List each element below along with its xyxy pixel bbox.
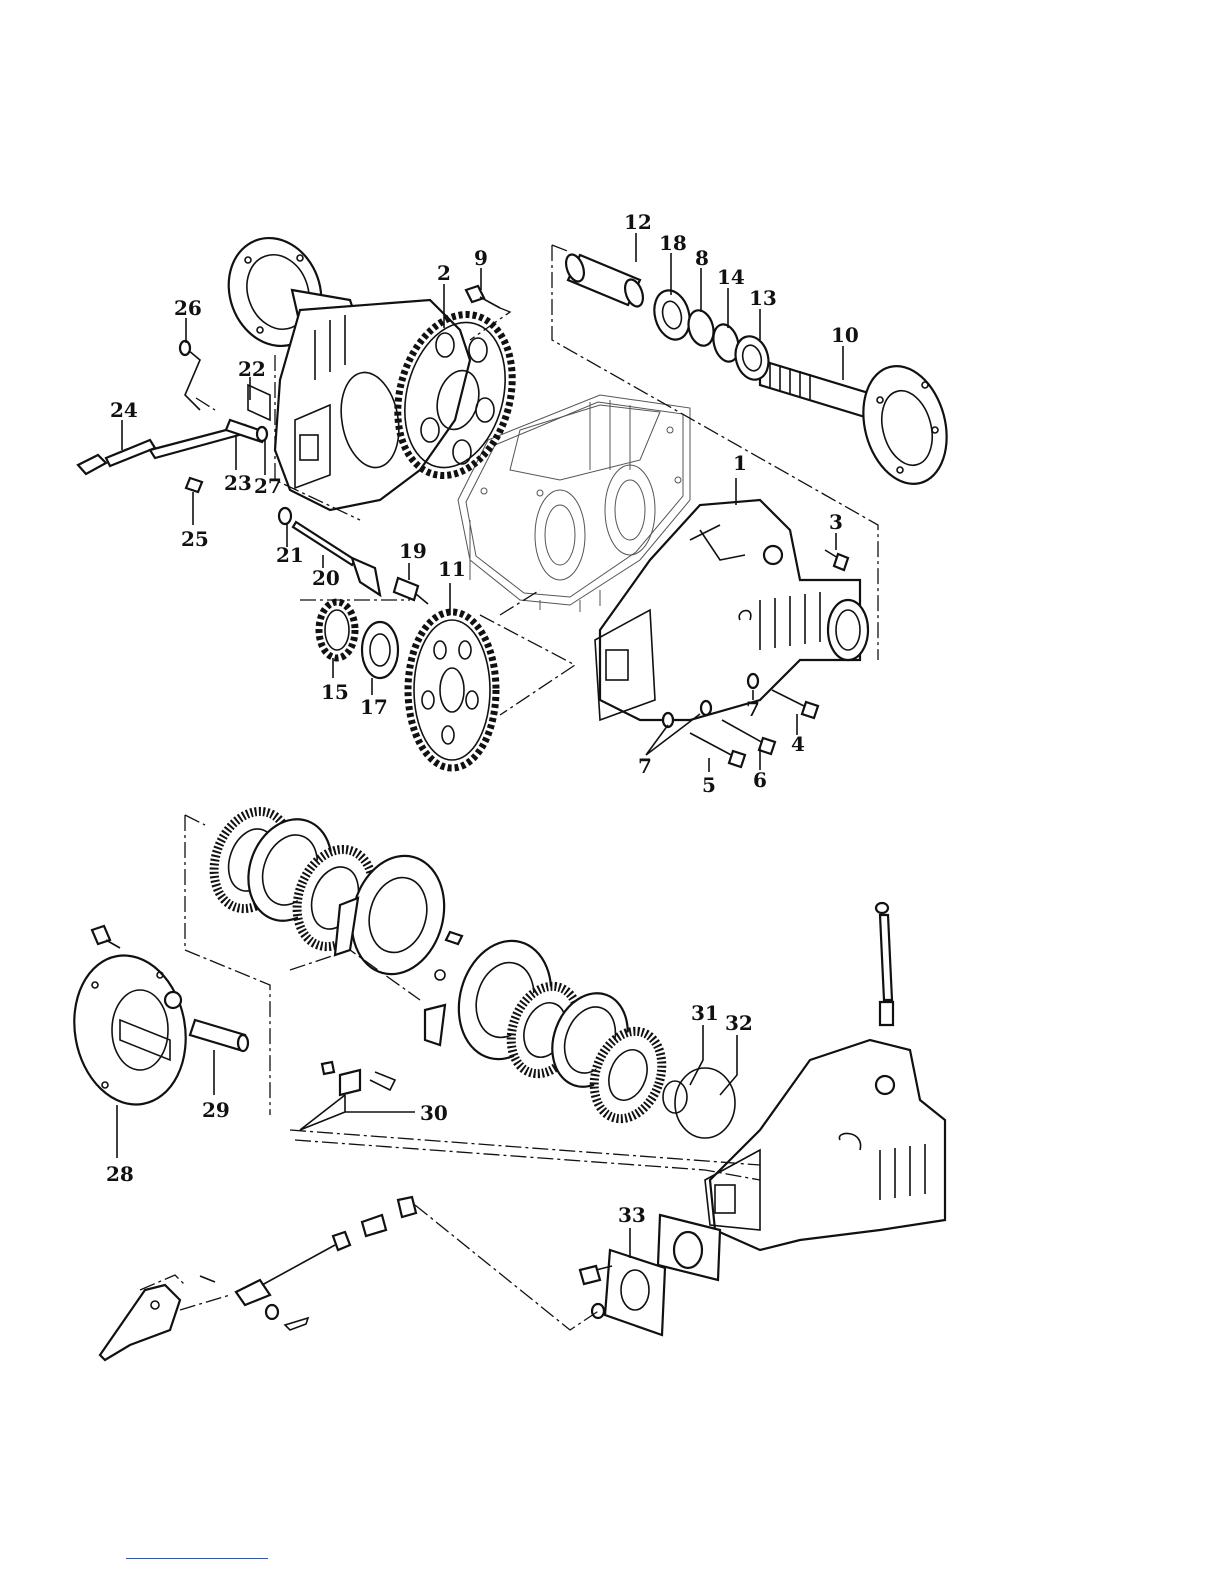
- callout-29: 29: [202, 1098, 230, 1122]
- pinion-gear-15: [319, 602, 355, 658]
- footer-link-underline[interactable]: [126, 1558, 268, 1559]
- callout-7-lower: 7: [638, 754, 652, 778]
- callout-33: 33: [618, 1203, 646, 1227]
- callout-24: 24: [110, 398, 138, 422]
- callout-1: 1: [733, 451, 747, 475]
- dipstick: [876, 903, 893, 1025]
- bolt-cover-28: [92, 926, 120, 948]
- callout-3: 3: [829, 510, 843, 534]
- callout-19: 19: [399, 539, 427, 563]
- callout-32: 32: [725, 1011, 753, 1035]
- bolt-3: [825, 550, 848, 570]
- callout-2: 2: [437, 261, 451, 285]
- bottom-linkage: [100, 1197, 416, 1360]
- callout-8: 8: [695, 246, 709, 270]
- brake-disc-pack-right: [500, 977, 674, 1128]
- callout-15: 15: [321, 680, 349, 704]
- callout-5: 5: [702, 773, 716, 797]
- callout-21: 21: [276, 543, 304, 567]
- callout-25: 25: [181, 527, 209, 551]
- circlip-32: [675, 1068, 735, 1138]
- bushing-12: [563, 252, 647, 309]
- callout-18: 18: [659, 231, 687, 255]
- bolt-6: [722, 720, 775, 754]
- bearing-18: [649, 286, 695, 343]
- ring-gear-11: [408, 612, 496, 768]
- linkage-30: [300, 1062, 395, 1130]
- right-housing-1: [595, 500, 868, 720]
- callout-10: 10: [831, 323, 859, 347]
- callout-14: 14: [717, 265, 745, 289]
- brake-cover-28: [63, 947, 197, 1114]
- callout-9: 9: [474, 246, 488, 270]
- callout-17: 17: [360, 695, 388, 719]
- callout-13: 13: [749, 286, 777, 310]
- pin-19: [394, 578, 428, 604]
- callout-30: 30: [420, 1101, 448, 1125]
- callout-27: 27: [254, 474, 282, 498]
- callout-28: 28: [106, 1162, 134, 1186]
- callout-26: 26: [174, 296, 202, 320]
- callout-6: 6: [753, 768, 767, 792]
- callout-23: 23: [224, 471, 252, 495]
- bolt-4: [772, 690, 818, 718]
- bearing-17: [362, 622, 398, 678]
- callout-7-upper: 7: [746, 697, 760, 721]
- callout-11: 11: [438, 557, 466, 581]
- right-housing-lower: [705, 1040, 945, 1250]
- callout-31: 31: [691, 1001, 719, 1025]
- callout-4: 4: [791, 732, 805, 756]
- bolt-5: [690, 733, 745, 767]
- axle-shaft-10: [760, 357, 959, 494]
- callout-20: 20: [312, 566, 340, 590]
- callout-22: 22: [238, 357, 266, 381]
- pin-29: [190, 1020, 248, 1051]
- callout-12: 12: [624, 210, 652, 234]
- cover-plate-33: [580, 1215, 720, 1335]
